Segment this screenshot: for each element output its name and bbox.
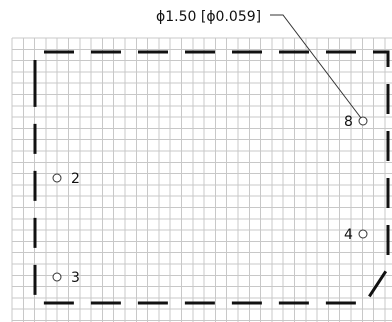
dimension-callout[interactable]: ϕ1.50 [ϕ0.059] xyxy=(156,9,362,119)
hole-3-circle xyxy=(52,272,62,282)
hole-2-label: 2 xyxy=(71,171,80,187)
hole-3-label: 3 xyxy=(71,270,80,286)
hole-4-label: 4 xyxy=(344,227,353,243)
background-grid xyxy=(11,37,392,322)
hole-4-circle xyxy=(358,229,368,239)
hole-8-label: 8 xyxy=(344,114,353,130)
board-outline xyxy=(33,50,390,305)
hole-4[interactable]: 4 xyxy=(344,227,368,243)
hole-2-circle xyxy=(52,173,62,183)
hole-8-circle xyxy=(358,116,368,126)
hole-8[interactable]: 8 xyxy=(344,114,368,130)
callout-leader-line xyxy=(270,14,362,119)
hole-3[interactable]: 3 xyxy=(52,270,80,286)
hole-2[interactable]: 2 xyxy=(52,171,80,187)
hole-diameter-callout: ϕ1.50 [ϕ0.059] xyxy=(156,9,261,25)
